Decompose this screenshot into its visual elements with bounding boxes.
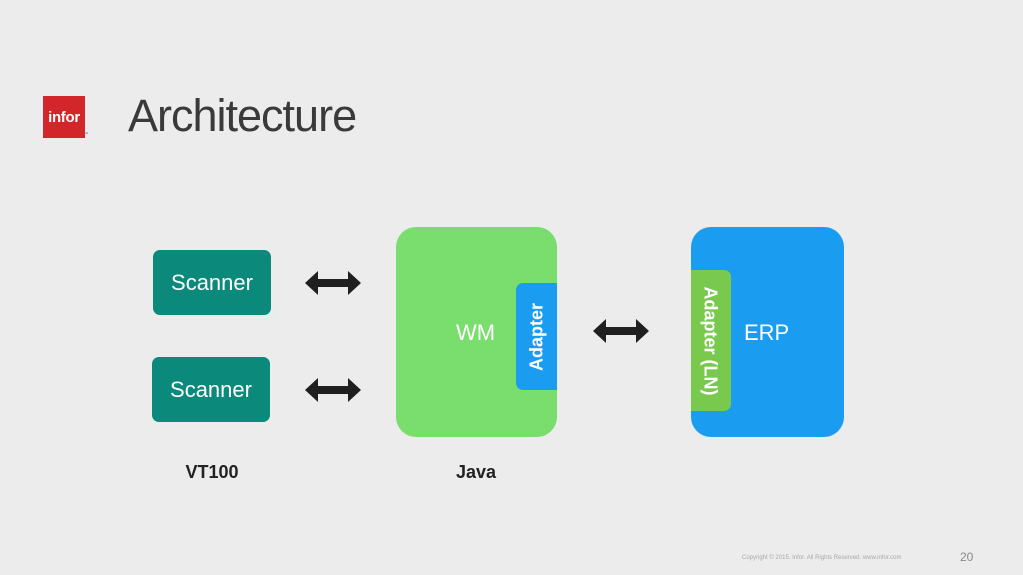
logo-trademark: ™ [84,131,88,136]
footer-copyright: Copyright © 2015. Infor. All Rights Rese… [742,555,902,561]
caption-vt100: VT100 [185,462,239,482]
slide-title: Architecture [128,90,357,141]
bidirectional-arrow-3-icon [593,319,649,343]
caption-java: Java [455,462,497,482]
scanner-box-2: Scanner [152,357,270,422]
scanner-box-1: Scanner [153,250,271,315]
scanner-2-label: Scanner [170,376,252,402]
wm-adapter-label: Adapter [526,302,547,372]
erp-adapter-label: Adapter (LN) [700,286,721,396]
infor-logo: infor [43,96,85,138]
scanner-1-label: Scanner [171,269,253,295]
erp-label: ERP [744,320,790,345]
bidirectional-arrow-2-icon [305,378,361,402]
erp-adapter-box [691,270,731,411]
wm-adapter-box [516,283,557,390]
bidirectional-arrow-1-icon [305,271,361,295]
page-number: 20 [960,550,974,564]
logo-text: infor [48,108,80,126]
wm-label: WM [456,320,496,345]
